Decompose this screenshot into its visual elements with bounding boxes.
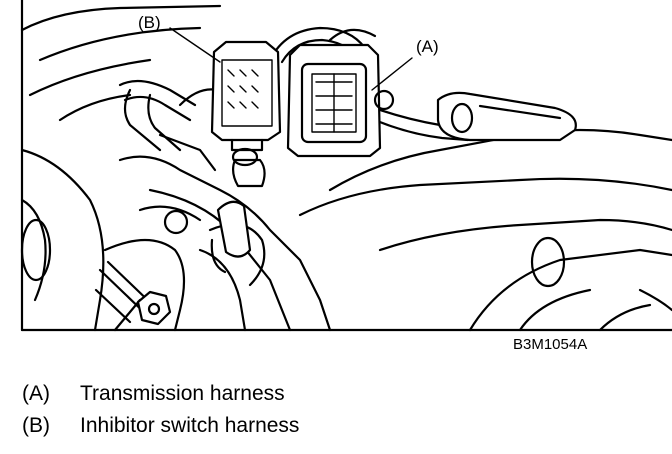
case-boss	[530, 236, 566, 288]
connector-a	[286, 43, 395, 158]
bolt	[136, 290, 172, 326]
legend-item-b: (B) Inhibitor switch harness	[22, 413, 299, 439]
right-bracket	[436, 91, 577, 142]
leader-line-a	[371, 57, 413, 91]
leader-line-b	[169, 27, 221, 63]
legend-label: Inhibitor switch harness	[80, 414, 300, 437]
connector-b	[210, 40, 282, 152]
left-housing	[20, 148, 186, 332]
frame-border	[20, 0, 672, 332]
figure-code: B3M1054A	[513, 336, 587, 353]
legend-item-a: (A) Transmission harness	[22, 381, 285, 407]
mount-hole	[163, 209, 189, 235]
transmission-case	[20, 4, 672, 332]
center-bracket	[118, 147, 332, 332]
legend-label: Transmission harness	[80, 382, 285, 405]
callout-a: (A)	[416, 37, 439, 56]
legend-key: (A)	[22, 382, 50, 405]
callout-b: (B)	[138, 13, 161, 32]
legend-key: (B)	[22, 414, 50, 437]
